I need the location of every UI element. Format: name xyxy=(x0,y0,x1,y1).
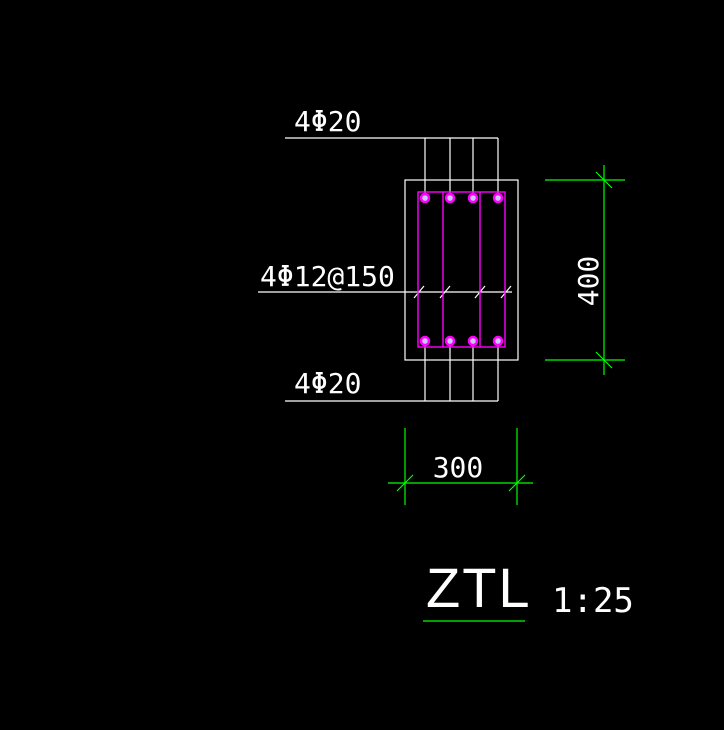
rebar-dot xyxy=(419,335,431,347)
width-dimension xyxy=(388,428,533,505)
height-dimension xyxy=(545,165,625,375)
rebar-dot xyxy=(419,192,431,204)
section-title: ZTL xyxy=(426,556,532,619)
rebar-dot xyxy=(467,192,479,204)
section-outline xyxy=(404,179,519,361)
width-dimension-label: 300 xyxy=(433,451,484,484)
stirrup-label: 4Φ12@150 xyxy=(260,260,395,293)
rebars-bottom xyxy=(419,335,504,347)
rebar-dot xyxy=(467,335,479,347)
stirrups xyxy=(417,191,506,348)
bottom-rebar-label: 4Φ20 xyxy=(294,367,361,400)
bottom-rebar-leader xyxy=(285,341,499,402)
rebar-dot xyxy=(492,335,504,347)
top-rebar-leader xyxy=(285,137,499,198)
scale-label: 1:25 xyxy=(552,581,634,621)
rebar-dot xyxy=(492,192,504,204)
top-rebar-label: 4Φ20 xyxy=(294,105,361,138)
rebar-dot xyxy=(444,192,456,204)
rebars-top xyxy=(419,192,504,204)
height-dimension-label: 400 xyxy=(572,256,605,307)
rebar-dot xyxy=(444,335,456,347)
